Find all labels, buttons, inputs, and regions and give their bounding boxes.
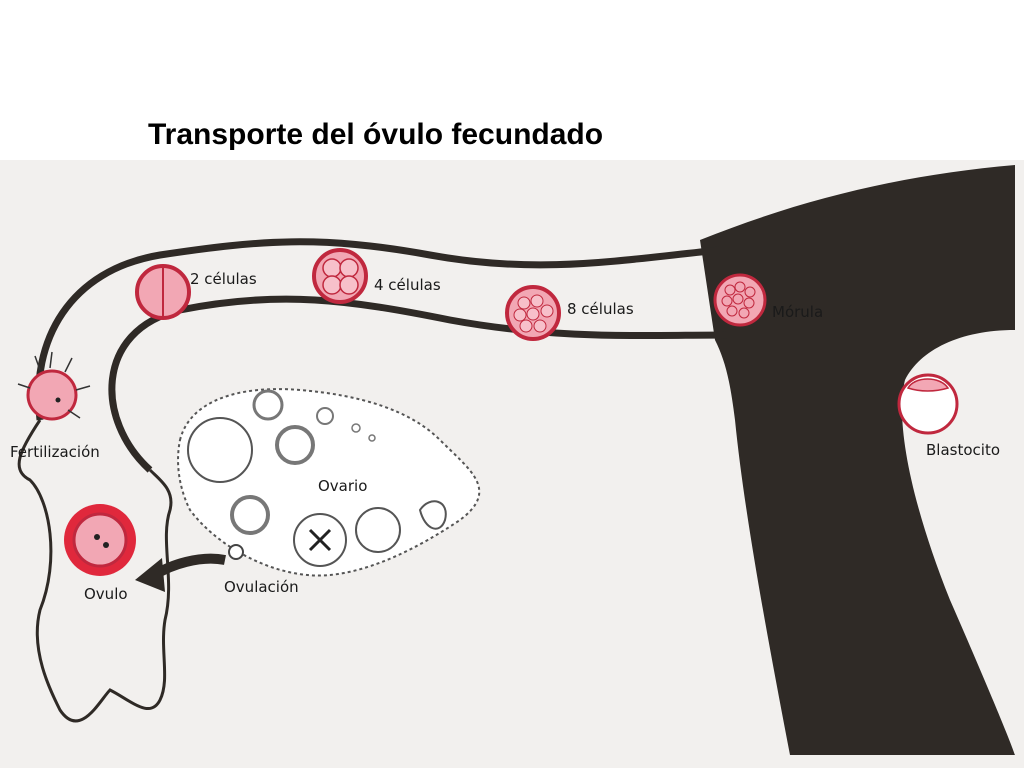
tube-lower-wall [108,295,731,473]
tube-upper-wall [35,238,740,421]
label-blastocyst: Blastocito [926,441,1000,459]
ovulation-arrow [152,553,226,580]
label-fertilization: Fertilización [10,443,100,461]
morula [713,273,767,327]
ovulation-arrowhead [135,558,165,592]
fertilization-cell [17,351,91,421]
ovary [177,388,481,577]
ovum [64,504,136,576]
two-cell-embryo [135,264,191,320]
label-eight-cells: 8 células [567,300,634,318]
label-ovulation: Ovulación [224,578,299,596]
ovulation-follicle [228,544,244,560]
blastocyst [897,373,959,435]
page-title: Transporte del óvulo fecundado [148,118,604,151]
four-cell-embryo [312,248,368,304]
label-ovary: Ovario [318,477,368,495]
label-morula: Mórula [772,303,824,321]
uterus-wall [700,165,1015,755]
label-ovum: Ovulo [84,585,128,603]
label-two-cells: 2 células [190,270,257,288]
eight-cell-embryo [505,285,561,341]
fimbria-outline [17,419,173,723]
label-four-cells: 4 células [374,276,441,294]
